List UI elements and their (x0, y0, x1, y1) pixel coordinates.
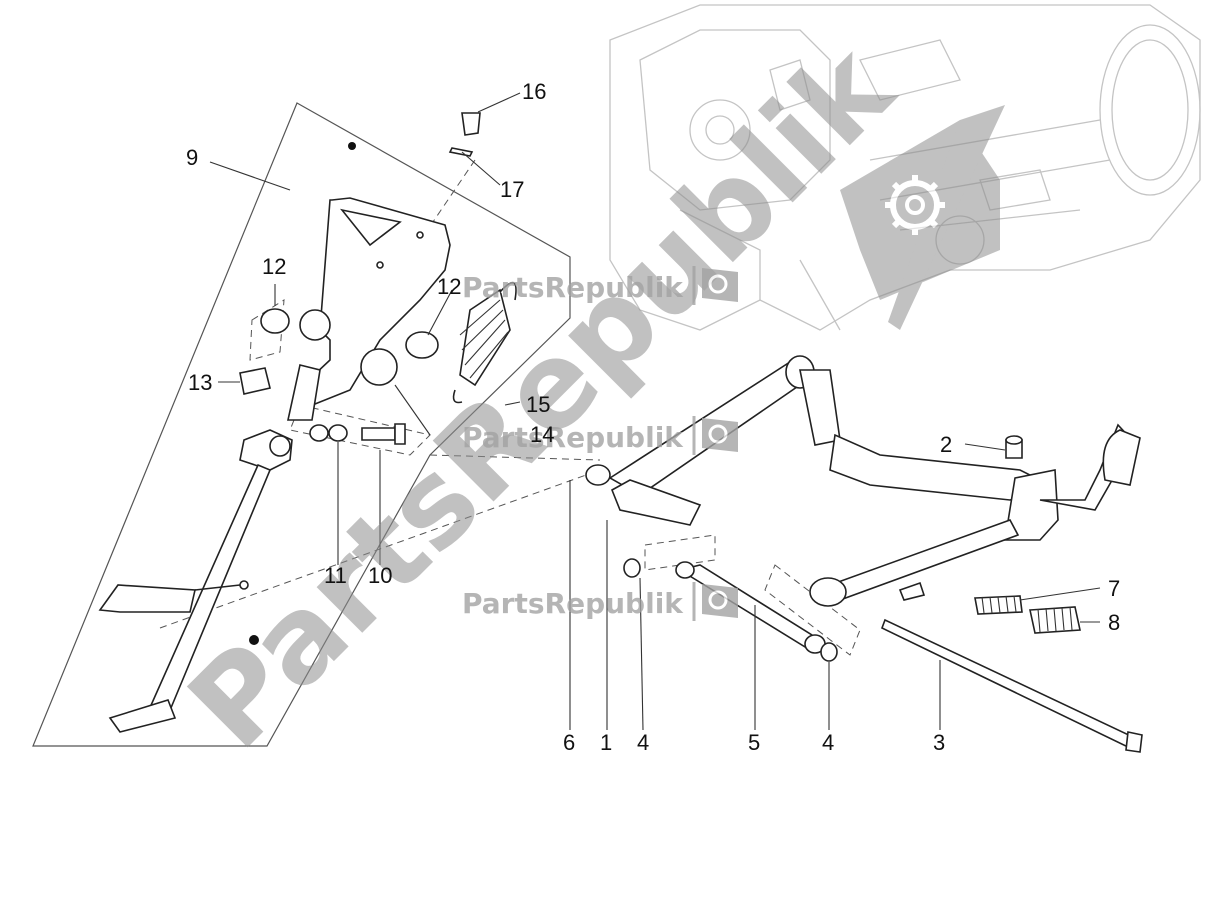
callout-12b: 12 (437, 274, 461, 299)
callout-7: 7 (1108, 576, 1120, 601)
callout-4a: 4 (637, 730, 649, 755)
springs-7-8 (974, 595, 1081, 634)
small-parts-left (239, 112, 517, 445)
callout-10: 10 (368, 563, 392, 588)
leader-lines (209, 92, 1101, 731)
callout-12a: 12 (262, 254, 286, 279)
watermark-small-text: PartsRepublik (462, 271, 684, 304)
kickstand-bracket (287, 197, 451, 421)
callout-1: 1 (600, 730, 612, 755)
callout-16: 16 (522, 79, 546, 104)
watermark-small-1: PartsRepublik (462, 266, 738, 305)
watermark-small-2: PartsRepublik (462, 416, 738, 455)
gear-icon (708, 424, 728, 444)
callout-14: 14 (530, 422, 554, 447)
side-stand-leg (98, 142, 356, 733)
callout-9: 9 (186, 145, 198, 170)
flag-icon (840, 105, 1005, 330)
watermark-small-text: PartsRepublik (462, 421, 684, 454)
callout-6: 6 (563, 730, 575, 755)
callout-15: 15 (526, 392, 550, 417)
callout-4b: 4 (822, 730, 834, 755)
pivot-shaft-parts (623, 558, 1143, 753)
watermark-small-text: PartsRepublik (462, 587, 684, 620)
gear-icon (708, 590, 728, 610)
main-center-stand (585, 355, 1141, 607)
callout-11: 11 (324, 563, 347, 588)
gear-icon (885, 175, 945, 235)
callout-13: 13 (188, 370, 212, 395)
callout-labels: 16 17 9 12 12 13 15 14 11 10 2 7 8 6 1 4… (186, 79, 1120, 755)
callout-17: 17 (500, 177, 524, 202)
callout-2: 2 (940, 432, 952, 457)
watermark-small-3: PartsRepublik (462, 582, 738, 621)
callout-3: 3 (933, 730, 945, 755)
callout-5: 5 (748, 730, 760, 755)
gear-icon (708, 274, 728, 294)
callout-8: 8 (1108, 610, 1120, 635)
